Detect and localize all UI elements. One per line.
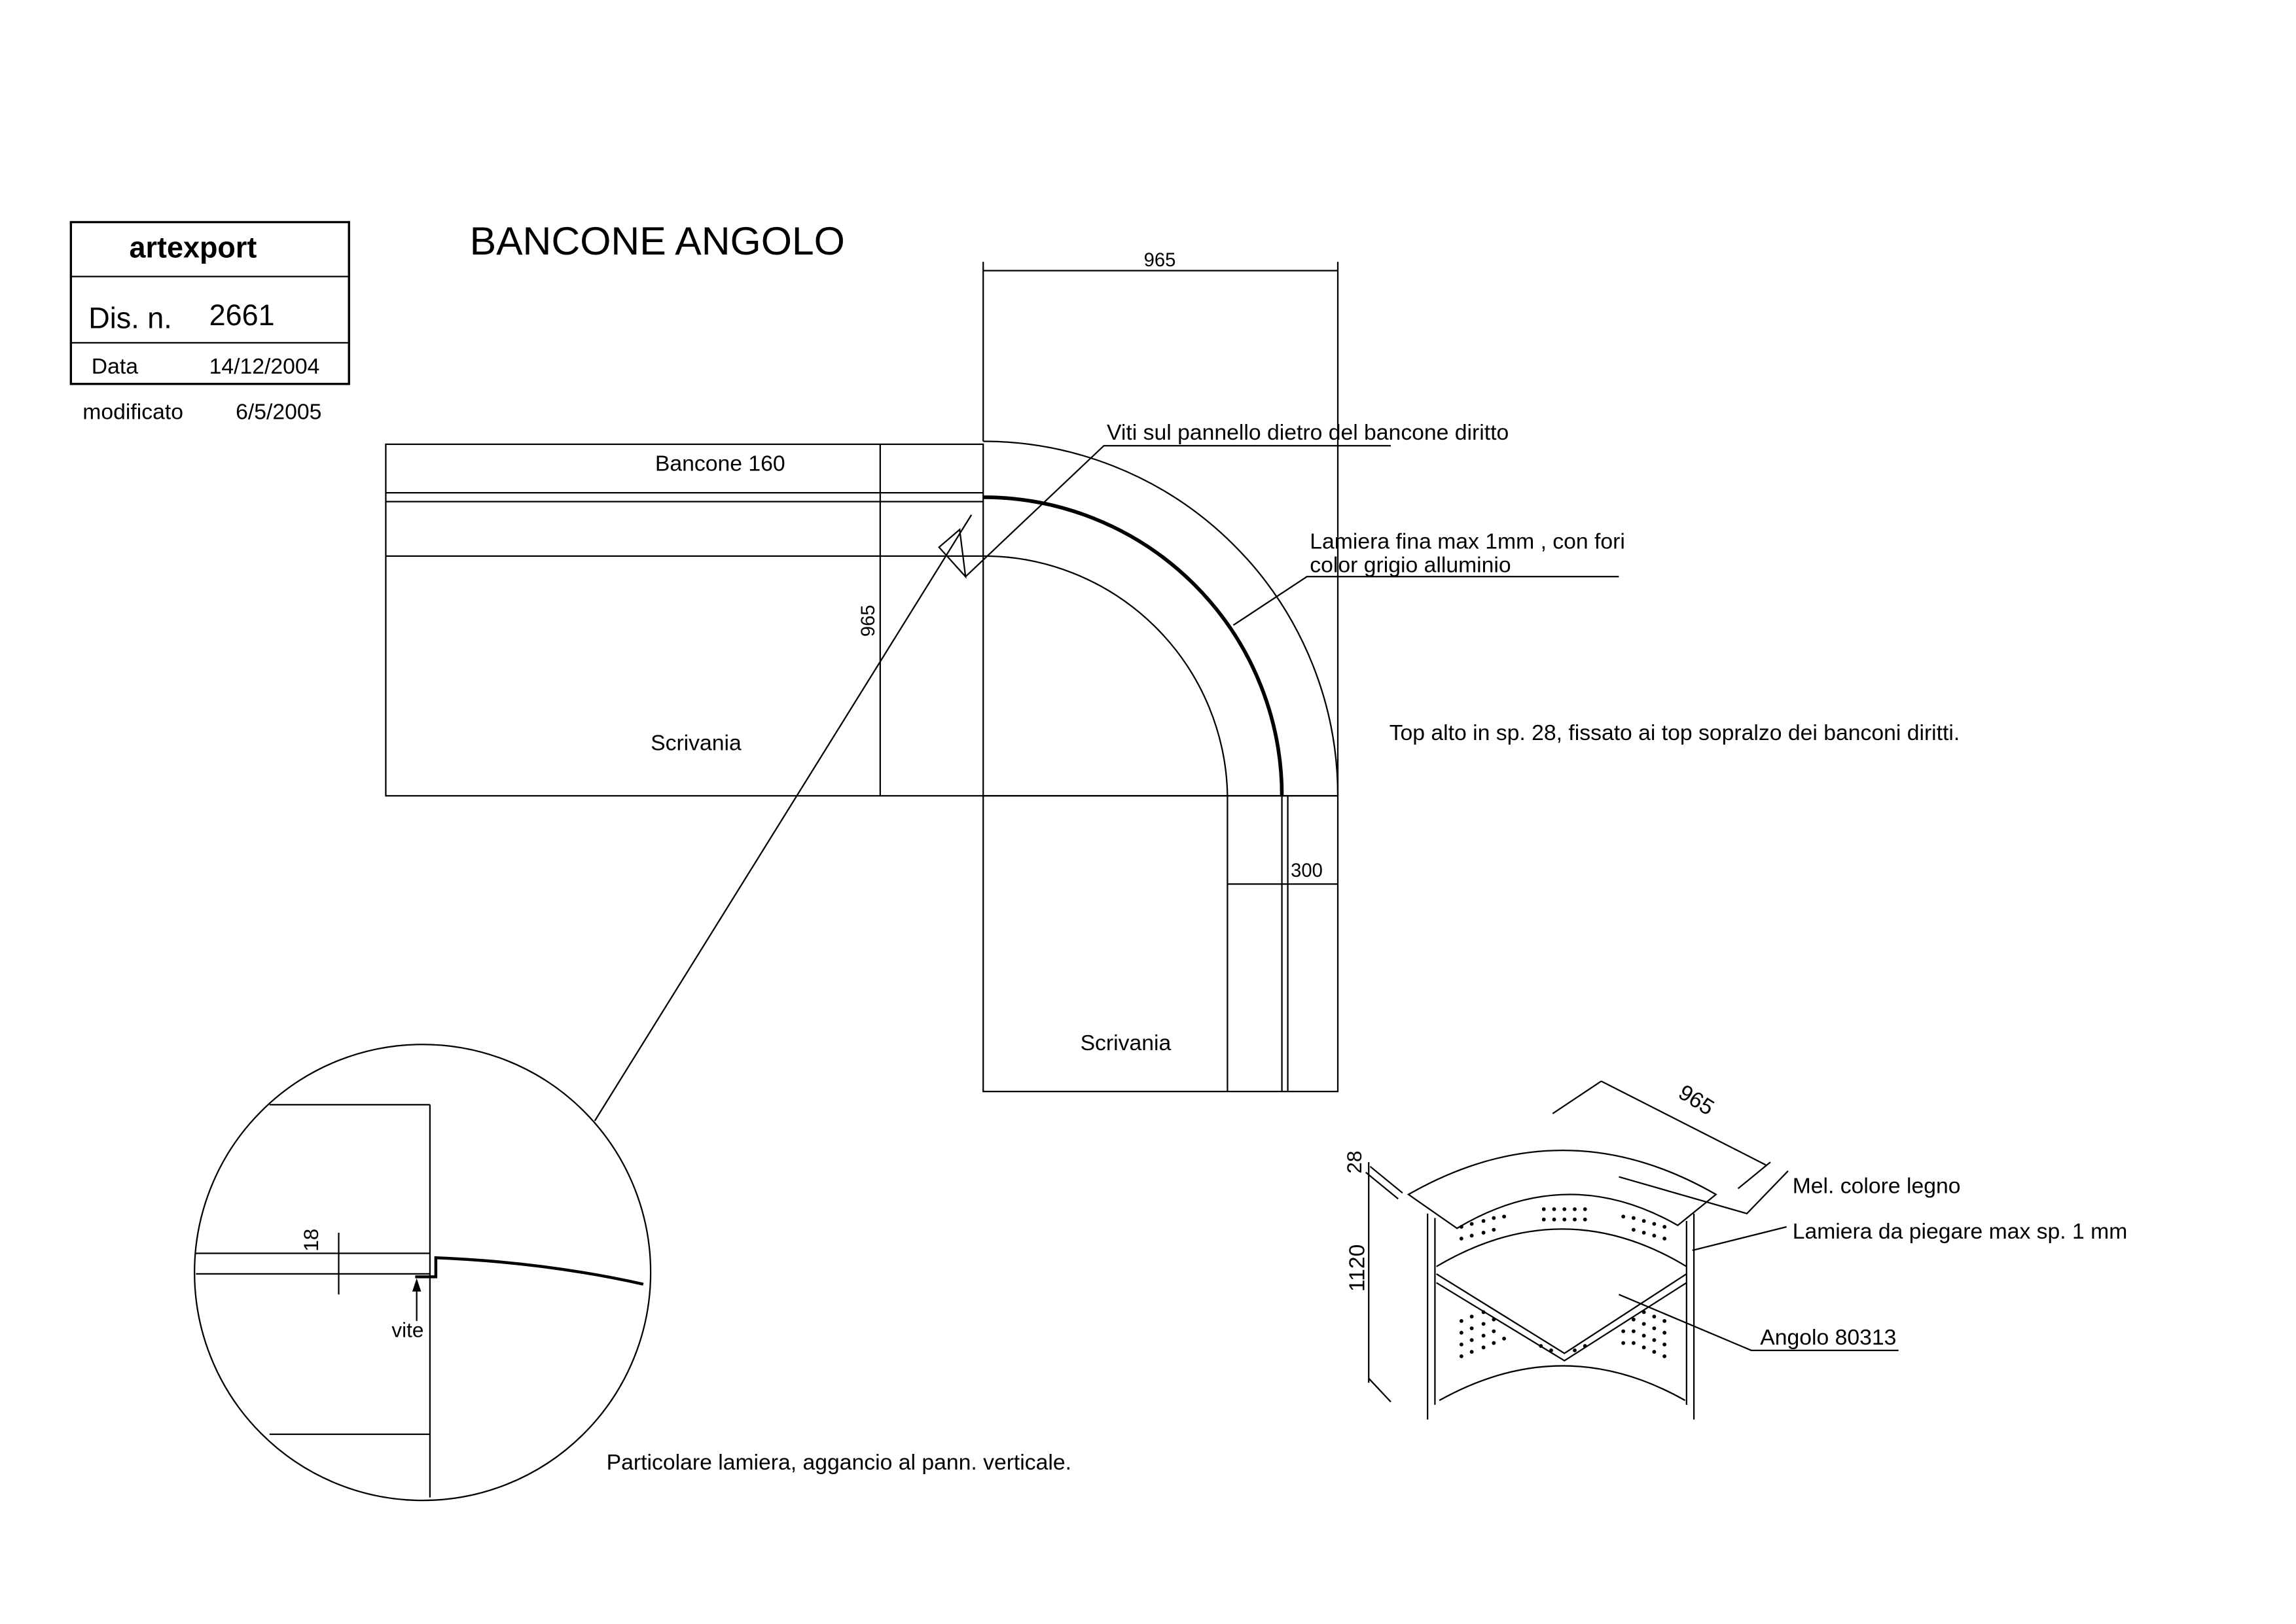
drawing-number: 2661 [209, 298, 275, 332]
desk-label-bottom: Scrivania [1081, 1031, 1172, 1055]
modified-date: 6/5/2005 [236, 400, 321, 425]
title-block: artexport Dis. n. 2661 Data 14/12/2004 m… [69, 221, 350, 425]
note-top: Top alto in sp. 28, fissato ai top sopra… [1390, 720, 1960, 745]
bancone-label: Bancone 160 [655, 451, 785, 476]
note-sheet-line1: Lamiera fina max 1mm , con fori [1310, 529, 1625, 554]
screw-label: vite [391, 1319, 423, 1342]
plan-view: 965 Bancone 160 Scrivania 965 300 Scriva… [385, 250, 1960, 1121]
date-label: Data [92, 354, 138, 379]
iso-dim-height: 1120 [1344, 1244, 1369, 1292]
dim-side: 965 [858, 605, 879, 637]
drawing-title: BANCONE ANGOLO [470, 219, 845, 263]
drawing-number-label: Dis. n. [88, 301, 171, 334]
perforation-dots [1459, 1207, 1667, 1358]
note-sheet-line2: color grigio alluminio [1310, 553, 1511, 578]
detail-dim: 18 [300, 1229, 323, 1252]
dim-width: 300 [1291, 860, 1323, 881]
note-screws: Viti sul pannello dietro del bancone dir… [1107, 420, 1509, 445]
company-name: artexport [129, 230, 257, 264]
label-top-material: Mel. colore legno [1793, 1173, 1961, 1198]
detail-view: 18 vite Particolare lamiera, aggancio al… [194, 1044, 1071, 1502]
modified-label: modificato [82, 400, 183, 425]
desk-label-left: Scrivania [651, 731, 742, 756]
label-sheet: Lamiera da piegare max sp. 1 mm [1793, 1219, 2128, 1244]
iso-dim-top: 28 [1343, 1151, 1366, 1174]
isometric-view: 965 28 1120 Mel. colore legno Lamiera da… [1343, 1080, 2128, 1420]
iso-dim-width: 965 [1674, 1080, 1719, 1120]
date-value: 14/12/2004 [209, 354, 320, 379]
detail-caption: Particolare lamiera, aggancio al pann. v… [607, 1450, 1071, 1475]
dim-top: 965 [1144, 250, 1176, 271]
label-corner: Angolo 80313 [1760, 1325, 1896, 1350]
